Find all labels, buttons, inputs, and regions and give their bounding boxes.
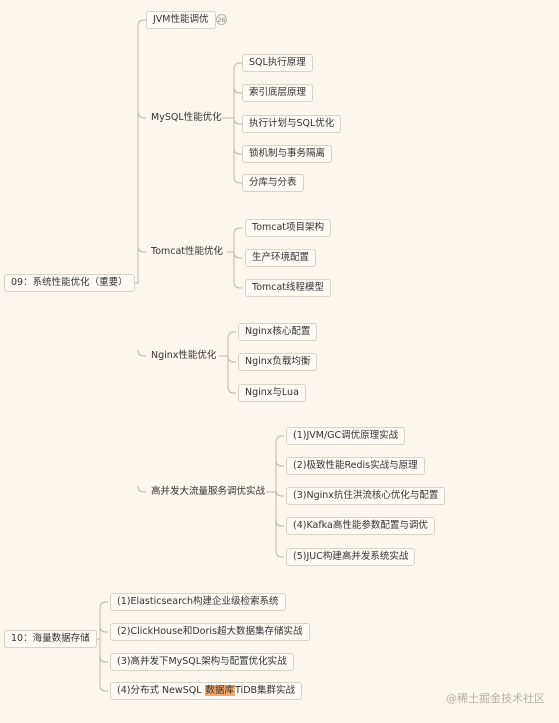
tomcat-child[interactable]: Tomcat线程模型: [245, 279, 332, 297]
collapsed-count-badge[interactable]: 26: [216, 14, 227, 25]
branch-nginx-optimization[interactable]: Nginx性能优化: [151, 350, 217, 361]
search-highlight: 数据库: [204, 685, 236, 696]
storage-child-tidb[interactable]: (4)分布式 NewSQL 数据库TiDB集群实战: [110, 682, 303, 700]
tomcat-child[interactable]: 生产环境配置: [245, 249, 317, 267]
storage-child[interactable]: (2)ClickHouse和Doris超大数据集存储实战: [110, 623, 310, 641]
branch-mysql-optimization[interactable]: MySQL性能优化: [151, 112, 222, 123]
storage-child[interactable]: (3)高并发下MySQL架构与配置优化实战: [110, 653, 294, 671]
root-node-system-performance[interactable]: 09：系统性能优化（重要）: [4, 274, 135, 292]
watermark: @稀土掘金技术社区: [446, 692, 545, 705]
mysql-child[interactable]: 索引底层原理: [242, 84, 314, 102]
high-concurrency-child[interactable]: (2)极致性能Redis实战与原理: [286, 457, 425, 475]
high-concurrency-child[interactable]: (3)Nginx抗住洪流核心优化与配置: [286, 487, 446, 505]
mysql-child[interactable]: 分库与分表: [242, 174, 304, 192]
high-concurrency-child[interactable]: (5)JUC构建高并发系统实战: [286, 548, 416, 566]
nginx-child[interactable]: Nginx核心配置: [238, 323, 318, 341]
mysql-child[interactable]: 锁机制与事务隔离: [242, 145, 333, 163]
mysql-child[interactable]: SQL执行原理: [242, 54, 313, 72]
storage-child-text: TiDB集群实战: [235, 685, 296, 696]
nginx-child[interactable]: Nginx负载均衡: [238, 353, 318, 371]
branch-high-concurrency[interactable]: 高并发大流量服务调优实战: [151, 486, 266, 497]
branch-tomcat-optimization[interactable]: Tomcat性能优化: [151, 246, 224, 257]
mysql-child[interactable]: 执行计划与SQL优化: [242, 115, 342, 133]
nginx-child[interactable]: Nginx与Lua: [238, 384, 306, 402]
high-concurrency-child[interactable]: (1)JVM/GC调优原理实战: [286, 427, 406, 445]
storage-child[interactable]: (1)Elasticsearch构建企业级检索系统: [110, 593, 286, 611]
branch-jvm-tuning[interactable]: JVM性能调优: [146, 11, 216, 29]
storage-child-text: (4)分布式 NewSQL: [117, 685, 205, 696]
root-node-massive-storage[interactable]: 10：海量数据存储: [4, 630, 97, 648]
high-concurrency-child[interactable]: (4)Kafka高性能参数配置与调优: [286, 517, 435, 535]
tomcat-child[interactable]: Tomcat项目架构: [245, 219, 332, 237]
